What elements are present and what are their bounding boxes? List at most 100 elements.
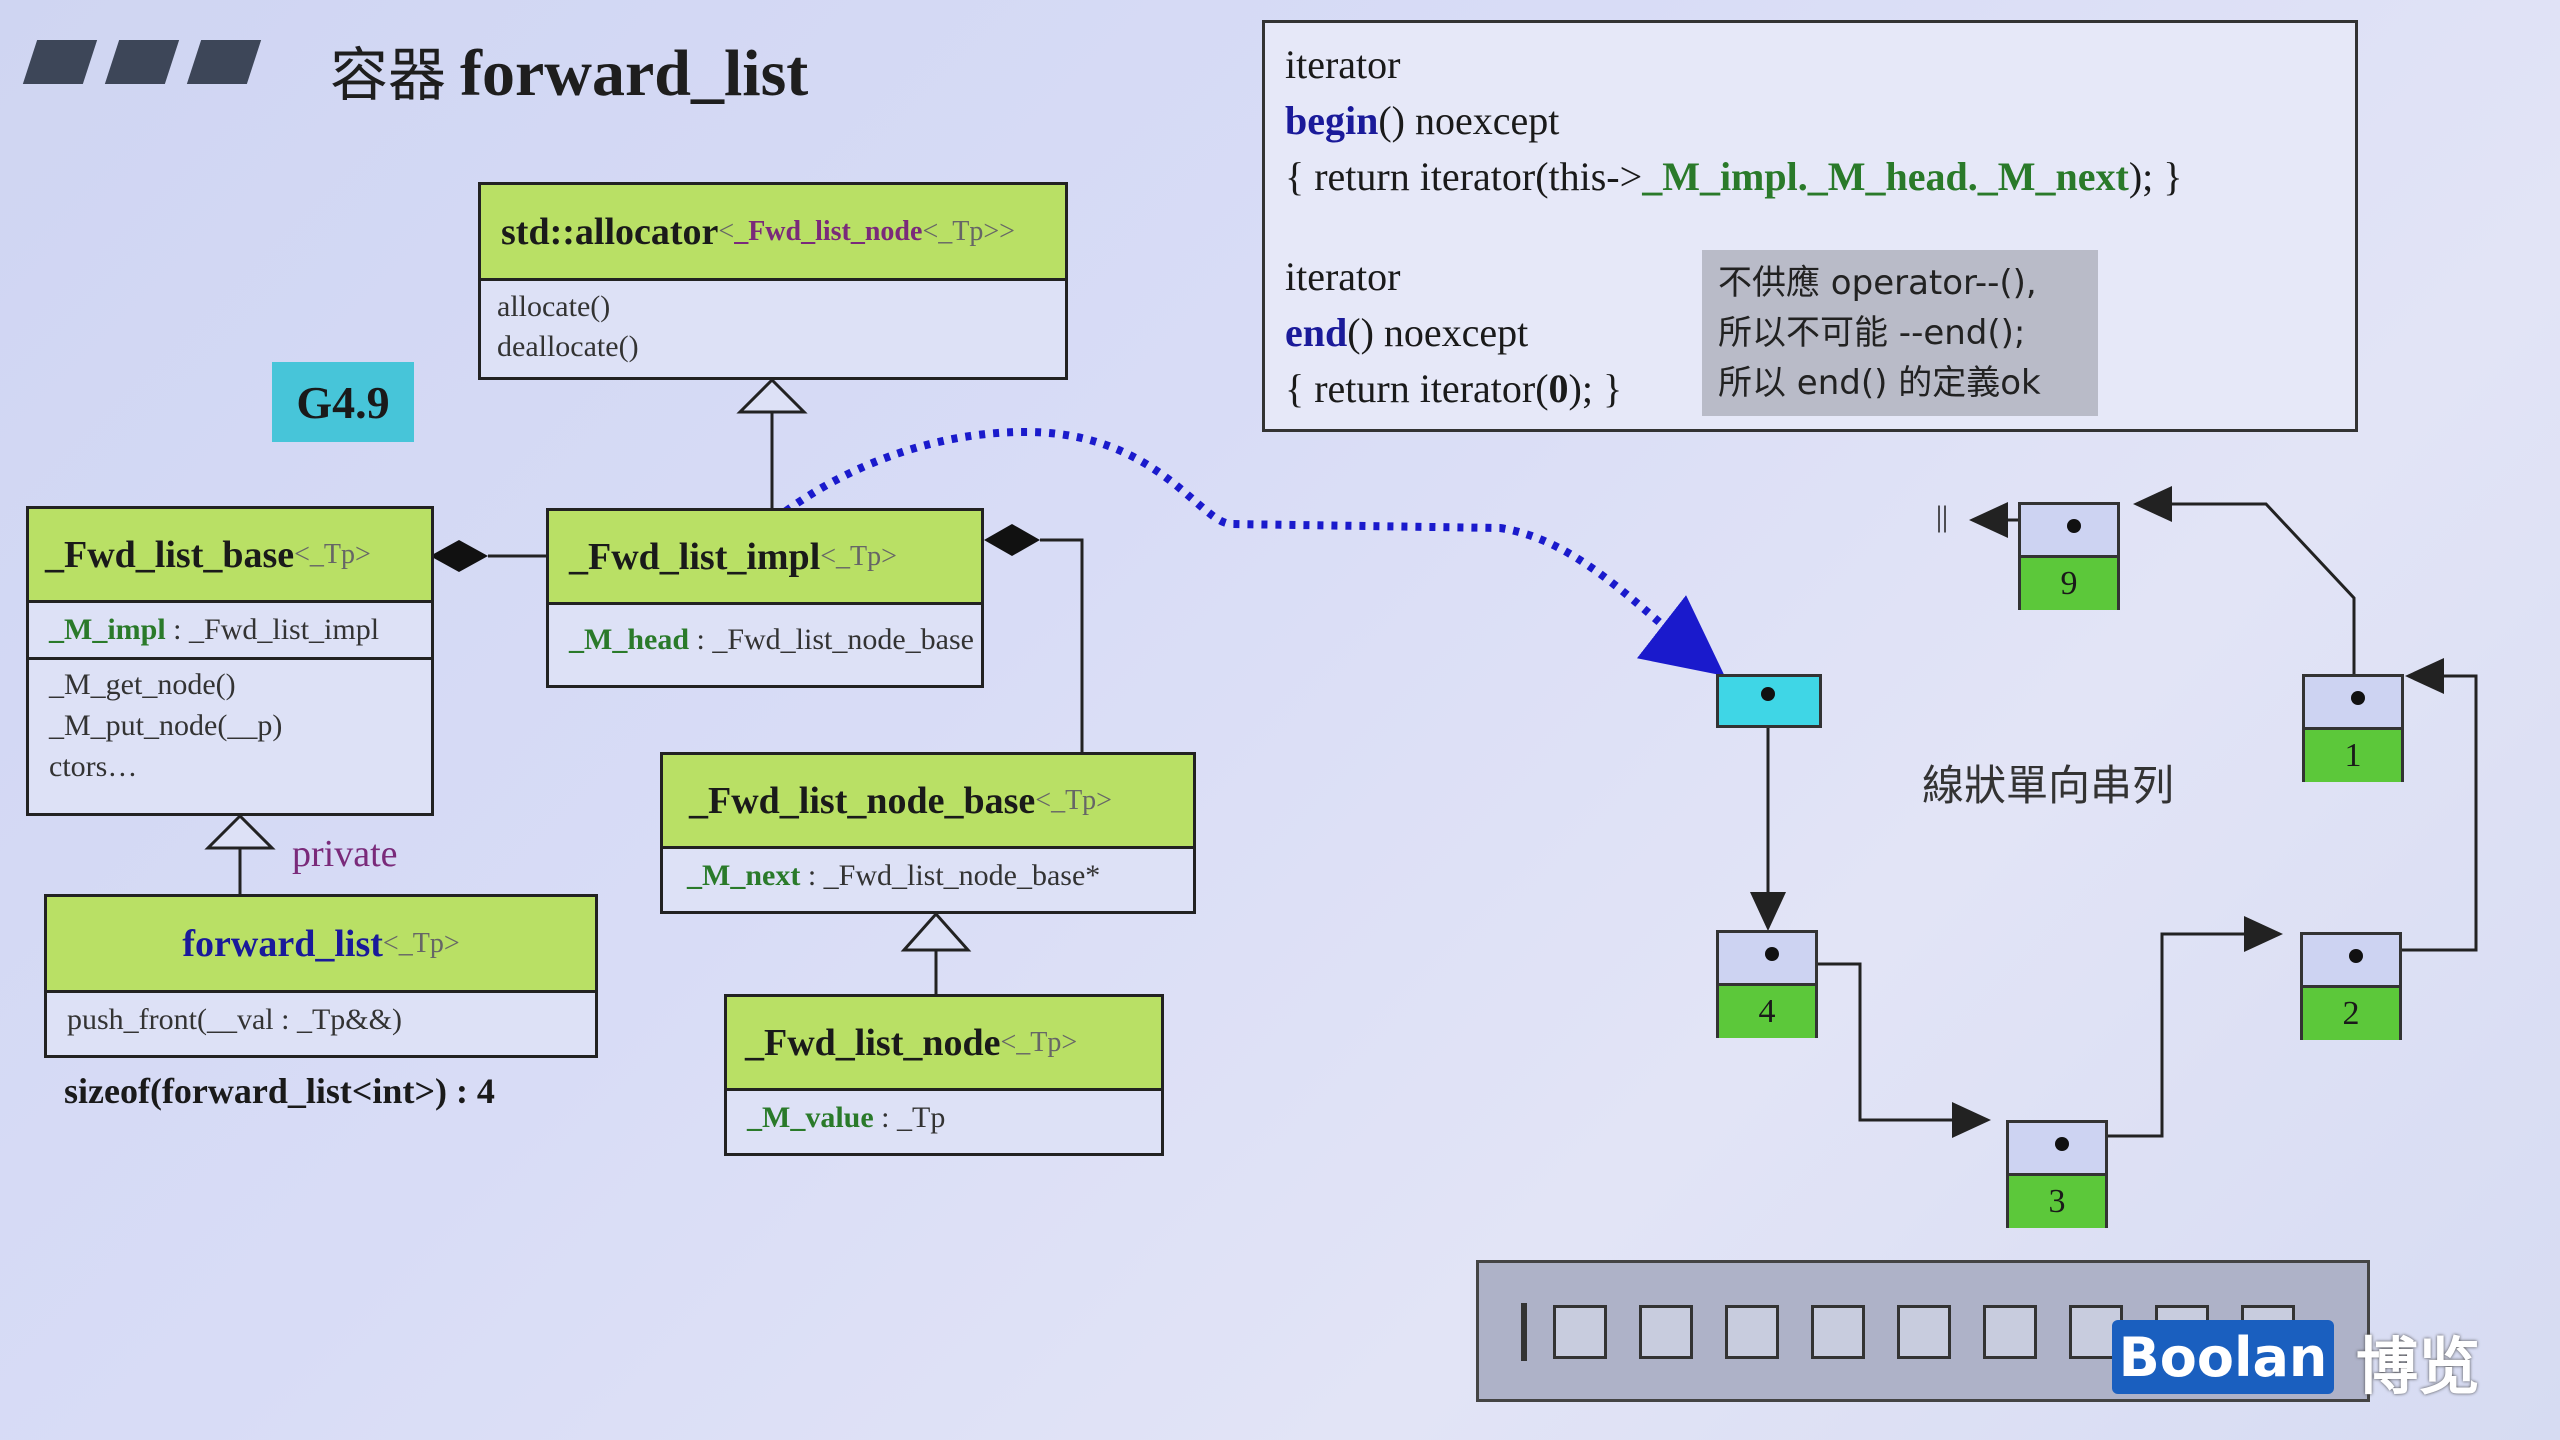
allocator-tparam-inner: _Fwd_list_node — [734, 215, 923, 247]
node-base-field-type: : _Fwd_list_node_base* — [800, 859, 1101, 892]
list-node-field-type: : _Tp — [873, 1101, 946, 1134]
node-1-value: 1 — [2305, 730, 2401, 782]
node-base-header: _Fwd_list_node_base<_Tp> — [663, 755, 1193, 849]
list-base-method-ctors: ctors… — [49, 750, 138, 783]
list-impl-fields: _M_head : _Fwd_list_node_base — [549, 605, 981, 675]
list-node-field-name: _M_value — [747, 1101, 874, 1134]
forward-list-header: forward_list<_Tp> — [47, 897, 595, 993]
list-impl-header: _Fwd_list_impl<_Tp> — [549, 511, 981, 605]
list-impl-field-type: : _Fwd_list_node_base — [689, 623, 975, 656]
forward-list-tparam: <_Tp> — [382, 927, 460, 959]
allocator-name: std::allocator — [501, 210, 719, 253]
note-line-2: 所以不可能 --end(); — [1718, 313, 2026, 353]
node-2-dot — [2349, 949, 2363, 963]
forward-list-name: forward_list — [182, 922, 383, 965]
node-base-tparam: <_Tp> — [1035, 784, 1112, 816]
node-base-field-name: _M_next — [687, 859, 801, 892]
list-node-4: 4 — [1716, 930, 1818, 1038]
forward-list-method-push-front: push_front(__val : _Tp&&) — [67, 1003, 402, 1036]
list-node-header: _Fwd_list_node<_Tp> — [727, 997, 1161, 1091]
list-node-2: 2 — [2300, 932, 2402, 1040]
code-begin-body-close: ); } — [2128, 154, 2183, 199]
code-end-body-close: ); } — [1568, 366, 1623, 411]
list-base-field-name: _M_impl — [49, 613, 166, 646]
node-4-dot — [1765, 947, 1779, 961]
allocator-methods: allocate() deallocate() — [481, 281, 1065, 377]
chain-cell-2 — [1639, 1305, 1693, 1359]
allocator-header: std::allocator<_Fwd_list_node<_Tp>> — [481, 185, 1065, 281]
code-end-body-open: { return iterator( — [1285, 366, 1549, 411]
list-node-tparam: <_Tp> — [1000, 1026, 1078, 1058]
chain-cell-3 — [1725, 1305, 1779, 1359]
boolan-logo: Boolan — [2112, 1320, 2334, 1394]
title-cjk: 容器 — [330, 41, 447, 109]
title-name: forward_list — [460, 37, 809, 110]
head-pointer-dot — [1761, 687, 1775, 701]
node-4-next — [1719, 933, 1815, 986]
list-base-header: _Fwd_list_base<_Tp> — [29, 509, 431, 603]
forward-list-class-box: forward_list<_Tp> push_front(__val : _Tp… — [44, 894, 598, 1058]
list-base-tparam: <_Tp> — [294, 538, 371, 570]
head-pointer-box — [1716, 674, 1822, 728]
list-impl-class-box: _Fwd_list_impl<_Tp> _M_head : _Fwd_list_… — [546, 508, 984, 688]
code-iterator-type-2: iterator — [1285, 254, 1401, 299]
node-base-name: _Fwd_list_node_base — [689, 779, 1036, 822]
allocator-method-allocate: allocate() — [497, 290, 611, 323]
list-base-methods: _M_get_node() _M_put_node(__p) ctors… — [29, 657, 431, 791]
list-impl-field-name: _M_head — [569, 623, 689, 656]
node-9-value: 9 — [2021, 558, 2117, 610]
node-3-dot — [2055, 1137, 2069, 1151]
code-begin-signature: begin() noexcept — [1285, 93, 2335, 149]
allocator-tparam-open: < — [718, 215, 735, 247]
list-base-name: _Fwd_list_base — [45, 533, 295, 576]
node-9-next — [2021, 505, 2117, 558]
private-inheritance-label: private — [292, 833, 398, 875]
list-node-3: 3 — [2006, 1120, 2108, 1228]
code-end-body: { return iterator(0); } — [1285, 361, 2335, 417]
list-node-class-box: _Fwd_list_node<_Tp> _M_value : _Tp — [724, 994, 1164, 1156]
node-base-class-box: _Fwd_list_node_base<_Tp> _M_next : _Fwd_… — [660, 752, 1196, 914]
note-line-3: 所以 end() 的定義ok — [1718, 363, 2041, 403]
list-impl-name: _Fwd_list_impl — [569, 535, 821, 578]
chain-cell-1 — [1553, 1305, 1607, 1359]
chain-cell-6 — [1983, 1305, 2037, 1359]
allocator-method-deallocate: deallocate() — [497, 330, 639, 363]
code-end-rest: () noexcept — [1347, 310, 1529, 355]
chain-start-bar — [1521, 1303, 1527, 1361]
decrement-note: 不供應 operator--(), 所以不可能 --end(); 所以 end(… — [1702, 250, 2098, 416]
chain-cell-5 — [1897, 1305, 1951, 1359]
list-base-method-get-node: _M_get_node() — [49, 668, 236, 701]
node-2-value: 2 — [2303, 988, 2399, 1040]
list-base-class-box: _Fwd_list_base<_Tp> _M_impl : _Fwd_list_… — [26, 506, 434, 816]
null-terminator-mark: || — [1936, 500, 1949, 533]
singly-linked-list-label: 線狀單向串列 — [1922, 761, 2175, 810]
node-base-fields: _M_next : _Fwd_list_node_base* — [663, 849, 1193, 903]
code-begin-rest: () noexcept — [1378, 98, 1560, 143]
node-2-next — [2303, 935, 2399, 988]
node-4-value: 4 — [1719, 986, 1815, 1038]
code-iterator-type-1: iterator — [1285, 42, 1401, 87]
allocator-class-box: std::allocator<_Fwd_list_node<_Tp>> allo… — [478, 182, 1068, 380]
node-1-dot — [2351, 691, 2365, 705]
list-base-field-type: : _Fwd_list_impl — [165, 613, 380, 646]
list-node-1: 1 — [2302, 674, 2404, 782]
list-base-fields: _M_impl : _Fwd_list_impl — [29, 603, 431, 657]
code-begin-body: { return iterator(this->_M_impl._M_head.… — [1285, 149, 2335, 205]
node-3-next — [2009, 1123, 2105, 1176]
list-node-9: 9 — [2018, 502, 2120, 610]
code-begin-body-open: { return iterator(this-> — [1285, 154, 1643, 199]
code-begin-body-field: _M_impl._M_head._M_next — [1642, 154, 2129, 199]
chain-cell-4 — [1811, 1305, 1865, 1359]
forward-list-methods: push_front(__val : _Tp&&) — [47, 993, 595, 1047]
list-impl-tparam: <_Tp> — [820, 540, 897, 572]
sizeof-note: sizeof(forward_list<int>) : 4 — [64, 1071, 495, 1111]
node-3-value: 3 — [2009, 1176, 2105, 1228]
list-node-fields: _M_value : _Tp — [727, 1091, 1161, 1145]
code-end-body-zero: 0 — [1548, 366, 1569, 411]
list-node-name: _Fwd_list_node — [745, 1021, 1001, 1064]
node-9-dot — [2067, 519, 2081, 533]
code-end-keyword: end — [1285, 310, 1348, 355]
node-1-next — [2305, 677, 2401, 730]
